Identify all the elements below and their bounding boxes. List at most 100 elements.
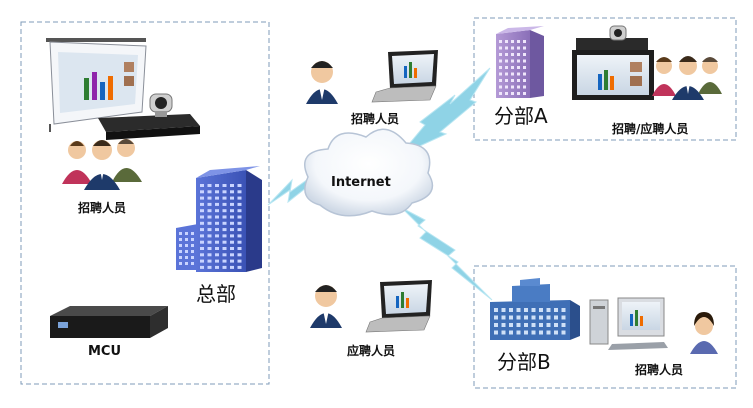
window: [509, 308, 513, 312]
window: [546, 315, 551, 320]
window: [207, 209, 212, 213]
hq-region: [20, 21, 270, 385]
window: [523, 79, 526, 82]
window: [179, 232, 182, 235]
window: [215, 259, 219, 263]
window: [200, 253, 204, 257]
window: [230, 265, 234, 269]
window: [494, 315, 498, 320]
window: [230, 228, 234, 232]
window: [499, 85, 502, 89]
window: [215, 265, 219, 269]
window: [516, 315, 521, 320]
window: [517, 53, 520, 56]
window: [524, 308, 528, 312]
window: [505, 46, 508, 50]
window: [531, 323, 536, 327]
remote-applicant-laptop-icon: [365, 280, 432, 333]
window: [215, 247, 219, 250]
branch-a-monitor-icon: [572, 25, 654, 100]
window: [501, 315, 506, 320]
window: [561, 330, 566, 335]
window: [499, 92, 502, 95]
window: [215, 202, 219, 206]
window: [499, 66, 502, 69]
branch-a-people-icon: [652, 56, 722, 100]
window: [185, 244, 188, 247]
window: [230, 259, 234, 263]
window: [237, 253, 242, 257]
window: [230, 196, 234, 200]
window: [511, 40, 514, 43]
branch-b-people-label: 招聘人员: [635, 363, 684, 377]
window: [230, 215, 234, 219]
branch-b-region: [473, 265, 737, 389]
window: [185, 262, 188, 265]
window: [222, 259, 227, 263]
window: [191, 232, 194, 235]
window: [179, 256, 182, 259]
window: [539, 330, 543, 335]
window: [222, 209, 227, 213]
window: [499, 53, 502, 56]
window: [531, 308, 536, 312]
window: [222, 196, 227, 200]
window: [222, 221, 227, 225]
window: [207, 184, 212, 187]
window: [200, 184, 204, 187]
window: [554, 323, 558, 327]
window: [200, 209, 204, 213]
window: [215, 240, 219, 244]
window: [222, 265, 227, 269]
window: [511, 72, 514, 76]
window: [523, 53, 526, 56]
internet-cloud-icon: [304, 128, 434, 217]
link-bolts: [267, 67, 493, 301]
window: [179, 244, 182, 247]
window: [554, 315, 558, 320]
window: [207, 259, 212, 263]
window: [523, 66, 526, 69]
window: [215, 184, 219, 187]
window: [222, 184, 227, 187]
branch-a-region: [473, 17, 737, 141]
branch-a-people-label: 招聘/应聘人员: [612, 122, 689, 136]
window: [499, 79, 502, 82]
window: [531, 330, 536, 335]
window: [215, 209, 219, 213]
window: [499, 72, 502, 76]
projector-screen: [46, 38, 147, 132]
window: [511, 92, 514, 95]
window: [230, 240, 234, 244]
window: [501, 330, 506, 335]
branch-b-label: 分部B: [497, 350, 551, 374]
window: [215, 221, 219, 225]
window: [191, 238, 194, 241]
window: [222, 228, 227, 232]
window: [191, 256, 194, 259]
window: [230, 253, 234, 257]
window: [516, 323, 521, 327]
window: [561, 308, 566, 312]
window: [499, 46, 502, 50]
window: [237, 190, 242, 194]
window: [561, 323, 566, 327]
window: [207, 247, 212, 250]
window: [516, 330, 521, 335]
window: [501, 308, 506, 312]
window: [523, 92, 526, 95]
window: [561, 315, 566, 320]
window: [523, 85, 526, 89]
building-windows: [179, 40, 566, 335]
window: [505, 53, 508, 56]
window: [207, 190, 212, 194]
window: [517, 85, 520, 89]
window: [200, 202, 204, 206]
window: [554, 330, 558, 335]
branch-a-label: 分部A: [494, 104, 548, 128]
window: [207, 234, 212, 238]
window: [505, 92, 508, 95]
window: [191, 250, 194, 253]
window: [499, 59, 502, 63]
